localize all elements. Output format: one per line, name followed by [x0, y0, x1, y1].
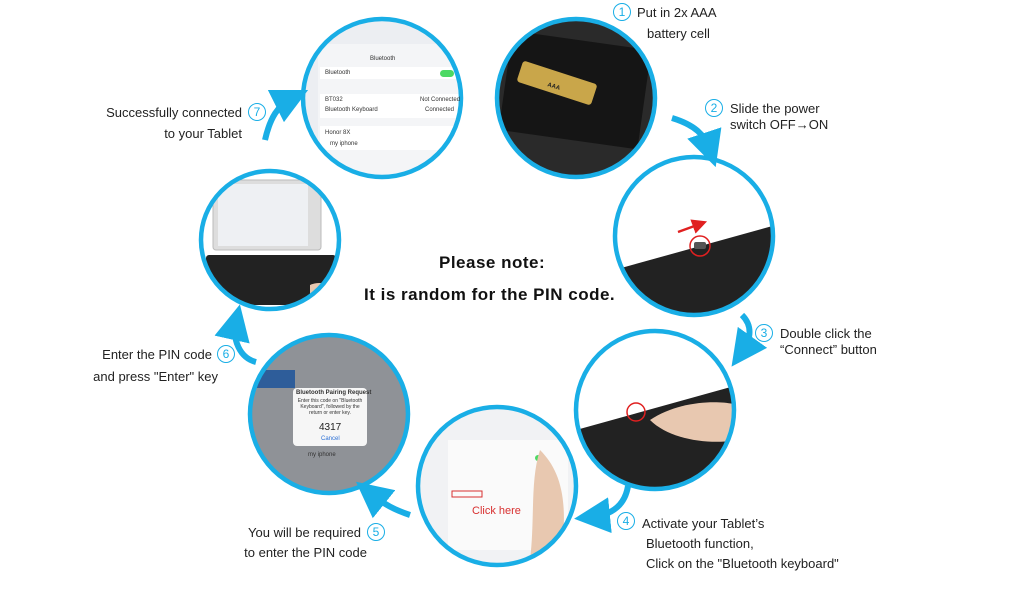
step-4-line-1: Activate your Tablet’s — [642, 516, 765, 531]
step-7-badge: 7 — [248, 103, 266, 121]
pin-code: 4317 — [319, 422, 342, 433]
step-6-line-2: and press "Enter" key — [93, 369, 218, 384]
cancel-button[interactable]: Cancel — [321, 436, 340, 442]
step-5-line-2: to enter the PIN code — [244, 545, 367, 560]
step-6-badge: 6 — [217, 345, 235, 363]
device2: Bluetooth Keyboard — [325, 107, 378, 113]
note-title: Please note: — [439, 253, 546, 272]
device1: BT032 — [325, 97, 343, 103]
step-1-line-2: battery cell — [647, 26, 710, 41]
step-1-line-1: Put in 2x AAA — [637, 5, 717, 20]
step-4-line-3: Click on the "Bluetooth keyboard" — [646, 556, 839, 571]
step-2-line-2: switch OFF→ON — [730, 117, 829, 132]
device1-status: Not Connected — [420, 97, 461, 103]
step-6-line-1: Enter the PIN code — [102, 347, 212, 362]
other-device-2: my iphone — [330, 141, 358, 147]
step-4-badge: 4 — [617, 512, 635, 530]
step-2-badge: 2 — [705, 99, 723, 117]
pairing-message: Enter this code on "Bluetooth Keyboard",… — [297, 398, 363, 416]
step-5-badge: 5 — [367, 523, 385, 541]
click-here-label: Click here — [472, 505, 521, 517]
other-device-1: Honor 8X — [325, 130, 351, 136]
pin-other-device: my iphone — [308, 452, 336, 458]
flow-arrows — [214, 89, 768, 534]
connect-button-photo — [577, 332, 733, 488]
connected-screen-photo — [304, 20, 460, 176]
pairing-title: Bluetooth Pairing Request — [296, 390, 372, 396]
step-5-line-1: You will be required — [248, 525, 361, 540]
step-2-line-1: Slide the power — [730, 101, 820, 116]
bt-title: Bluetooth — [370, 56, 396, 62]
step-circles — [198, 16, 776, 568]
tablet-keyboard-photo — [202, 172, 338, 308]
step-7-line-1: Successfully connected — [106, 105, 242, 120]
step-7-line-2: to your Tablet — [164, 126, 242, 141]
note-text: It is random for the PIN code. — [364, 285, 616, 304]
device2-status: Connected — [425, 107, 455, 113]
pin-dialog-photo — [251, 336, 407, 492]
step-3-line-2: “Connect” button — [780, 342, 877, 357]
step-3-line-1: Double click the — [780, 326, 872, 341]
tablet-bt-settings-photo — [419, 408, 575, 564]
step-3-badge: 3 — [755, 324, 773, 342]
step-1-badge: 1 — [613, 3, 631, 21]
step-4-line-2: Bluetooth function, — [646, 536, 754, 551]
battery-photo — [498, 20, 654, 176]
power-switch-photo — [616, 158, 772, 314]
bt-label: Bluetooth — [325, 70, 351, 76]
